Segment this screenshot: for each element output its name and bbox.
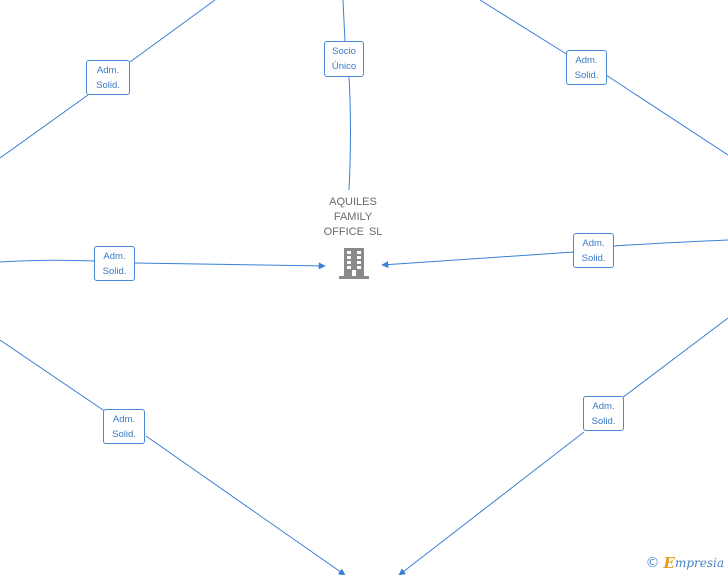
edge-bottom-right: [399, 317, 728, 575]
building-icon[interactable]: [337, 246, 371, 280]
relation-label-mid-right[interactable]: Adm. Solid.: [573, 233, 614, 268]
relation-label-line: Solid.: [96, 80, 120, 91]
company-name-line: AQUILES: [329, 196, 377, 208]
relation-label-line: Adm.: [592, 401, 615, 412]
relation-label-line: Solid.: [591, 416, 616, 427]
edge-mid-right: [382, 239, 728, 265]
brand-logo-text: mpresia: [674, 556, 724, 570]
copyright-icon: ©: [645, 555, 660, 571]
relation-label-line: Adm.: [582, 238, 605, 249]
edge-top-center: [342, 0, 351, 191]
relation-label-top-left[interactable]: Adm. Solid.: [86, 60, 130, 95]
company-name-line: OFFICE SL: [323, 226, 383, 238]
relation-label-line: Solid.: [102, 266, 127, 277]
relation-label-line: Solid.: [581, 253, 606, 264]
relation-label-line: Único: [331, 61, 357, 72]
relation-label-line: Solid.: [112, 429, 136, 440]
edge-top-right: [479, 0, 728, 156]
edge-mid-left: [0, 260, 325, 266]
relation-label-top-right[interactable]: Adm. Solid.: [566, 50, 607, 85]
edge-bottom-left: [0, 339, 345, 575]
relation-label-mid-left[interactable]: Adm. Solid.: [94, 246, 135, 281]
relation-label-line: Adm.: [96, 65, 120, 76]
company-name[interactable]: AQUILES FAMILY OFFICE SL: [312, 195, 394, 240]
relation-label-line: Adm.: [112, 414, 136, 425]
edge-top-left: [0, 0, 216, 159]
relation-label-top-center[interactable]: Socio Único: [324, 41, 364, 77]
relation-label-bottom-right[interactable]: Adm. Solid.: [583, 396, 624, 431]
relation-label-bottom-left[interactable]: Adm. Solid.: [103, 409, 145, 444]
brand-logo-initial: E: [663, 554, 675, 572]
relation-label-line: Solid.: [574, 70, 599, 81]
relation-label-line: Adm.: [575, 55, 598, 66]
relation-label-line: Socio: [332, 46, 356, 57]
company-name-line: FAMILY: [333, 211, 373, 223]
relation-label-line: Adm.: [103, 251, 126, 262]
